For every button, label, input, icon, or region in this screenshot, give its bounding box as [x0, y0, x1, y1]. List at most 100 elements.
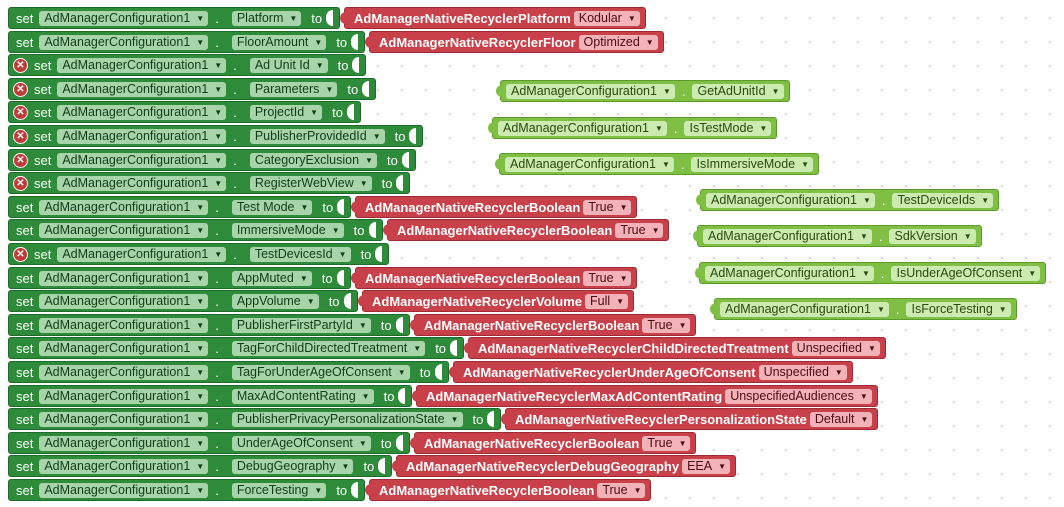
component-dropdown[interactable]: AdManagerConfiguration1▼ [39, 364, 209, 380]
property-dropdown[interactable]: MaxAdContentRating▼ [231, 388, 374, 404]
component-dropdown[interactable]: AdManagerConfiguration1▼ [57, 81, 227, 97]
error-icon[interactable]: ✕ [13, 175, 28, 191]
get-property-block[interactable]: AdManagerConfiguration1▼.TestDeviceIds▼ [695, 189, 1000, 211]
enum-value-block[interactable]: AdManagerNativeRecyclerChildDirectedTrea… [464, 337, 886, 359]
value-socket[interactable] [375, 246, 383, 262]
component-dropdown[interactable]: AdManagerConfiguration1▼ [39, 270, 209, 286]
value-socket[interactable] [368, 222, 376, 238]
property-dropdown[interactable]: TestDevicesId▼ [249, 246, 351, 262]
property-dropdown[interactable]: AppMuted▼ [231, 270, 312, 286]
value-socket[interactable] [378, 458, 386, 474]
property-dropdown[interactable]: Platform▼ [231, 10, 302, 26]
value-socket[interactable] [487, 411, 495, 427]
enum-value-block[interactable]: AdManagerNativeRecyclerPersonalizationSt… [500, 408, 879, 430]
property-dropdown[interactable]: TagForUnderAgeOfConsent▼ [231, 364, 410, 380]
get-property-block[interactable]: AdManagerConfiguration1▼.IsImmersiveMode… [494, 153, 820, 175]
get-property-block[interactable]: AdManagerConfiguration1▼.SdkVersion▼ [693, 225, 982, 247]
component-dropdown[interactable]: AdManagerConfiguration1▼ [39, 458, 209, 474]
enum-option-dropdown[interactable]: True▼ [642, 317, 691, 333]
enum-option-dropdown[interactable]: True▼ [583, 199, 632, 215]
value-socket[interactable] [336, 270, 344, 286]
value-socket[interactable] [434, 364, 442, 380]
component-dropdown[interactable]: AdManagerConfiguration1▼ [39, 411, 209, 427]
component-dropdown[interactable]: AdManagerConfiguration1▼ [57, 104, 227, 120]
property-dropdown[interactable]: IsForceTesting▼ [906, 301, 1011, 317]
component-dropdown[interactable]: AdManagerConfiguration1▼ [505, 156, 674, 172]
enum-option-dropdown[interactable]: UnspecifiedAudiences▼ [725, 388, 872, 404]
component-dropdown[interactable]: AdManagerConfiguration1▼ [506, 83, 675, 99]
enum-value-block[interactable]: AdManagerNativeRecyclerUnderAgeOfConsent… [449, 361, 853, 383]
value-socket[interactable] [351, 482, 359, 498]
component-dropdown[interactable]: AdManagerConfiguration1▼ [39, 317, 209, 333]
property-dropdown[interactable]: AppVolume▼ [231, 293, 319, 309]
component-dropdown[interactable]: AdManagerConfiguration1▼ [57, 57, 227, 73]
property-dropdown[interactable]: FloorAmount▼ [231, 34, 327, 50]
enum-option-dropdown[interactable]: EEA▼ [682, 458, 731, 474]
component-dropdown[interactable]: AdManagerConfiguration1▼ [39, 482, 209, 498]
property-dropdown[interactable]: SdkVersion▼ [889, 228, 976, 244]
component-dropdown[interactable]: AdManagerConfiguration1▼ [39, 10, 209, 26]
enum-option-dropdown[interactable]: Unspecified▼ [791, 340, 880, 356]
property-dropdown[interactable]: PublisherFirstPartyId▼ [231, 317, 371, 333]
property-dropdown[interactable]: PublisherPrivacyPersonalizationState▼ [231, 411, 463, 427]
enum-option-dropdown[interactable]: Default▼ [809, 411, 873, 427]
component-dropdown[interactable]: AdManagerConfiguration1▼ [706, 192, 875, 208]
property-dropdown[interactable]: TagForChildDirectedTreatment▼ [231, 340, 426, 356]
property-dropdown[interactable]: DebugGeography▼ [231, 458, 354, 474]
component-dropdown[interactable]: AdManagerConfiguration1▼ [720, 301, 889, 317]
value-socket[interactable] [409, 128, 417, 144]
property-dropdown[interactable]: CategoryExclusion▼ [249, 152, 377, 168]
error-icon[interactable]: ✕ [13, 246, 28, 262]
component-dropdown[interactable]: AdManagerConfiguration1▼ [39, 199, 209, 215]
enum-option-dropdown[interactable]: True▼ [583, 270, 632, 286]
enum-option-dropdown[interactable]: Unspecified▼ [758, 364, 847, 380]
property-dropdown[interactable]: Ad Unit Id▼ [249, 57, 328, 73]
value-socket[interactable] [395, 317, 403, 333]
value-socket[interactable] [351, 34, 359, 50]
enum-value-block[interactable]: AdManagerNativeRecyclerMaxAdContentRatin… [412, 385, 878, 407]
component-dropdown[interactable]: AdManagerConfiguration1▼ [39, 222, 209, 238]
error-icon[interactable]: ✕ [13, 57, 28, 73]
value-socket[interactable] [337, 199, 345, 215]
component-dropdown[interactable]: AdManagerConfiguration1▼ [39, 34, 209, 50]
error-icon[interactable]: ✕ [13, 152, 28, 168]
property-dropdown[interactable]: RegisterWebView▼ [249, 175, 372, 191]
property-dropdown[interactable]: ProjectId▼ [249, 104, 323, 120]
enum-option-dropdown[interactable]: Optimized▼ [578, 34, 658, 50]
value-socket[interactable] [398, 388, 406, 404]
value-socket[interactable] [395, 435, 403, 451]
value-socket[interactable] [362, 81, 370, 97]
property-dropdown[interactable]: IsUnderAgeOfConsent▼ [891, 265, 1041, 281]
component-dropdown[interactable]: AdManagerConfiguration1▼ [703, 228, 872, 244]
get-property-block[interactable]: AdManagerConfiguration1▼.GetAdUnitId▼ [496, 80, 790, 102]
get-property-block[interactable]: AdManagerConfiguration1▼.IsUnderAgeOfCon… [694, 262, 1047, 284]
component-dropdown[interactable]: AdManagerConfiguration1▼ [498, 120, 667, 136]
enum-option-dropdown[interactable]: True▼ [615, 222, 664, 238]
enum-option-dropdown[interactable]: Kodular▼ [573, 10, 640, 26]
component-dropdown[interactable]: AdManagerConfiguration1▼ [57, 246, 227, 262]
component-dropdown[interactable]: AdManagerConfiguration1▼ [57, 175, 227, 191]
enum-option-dropdown[interactable]: True▼ [597, 482, 646, 498]
